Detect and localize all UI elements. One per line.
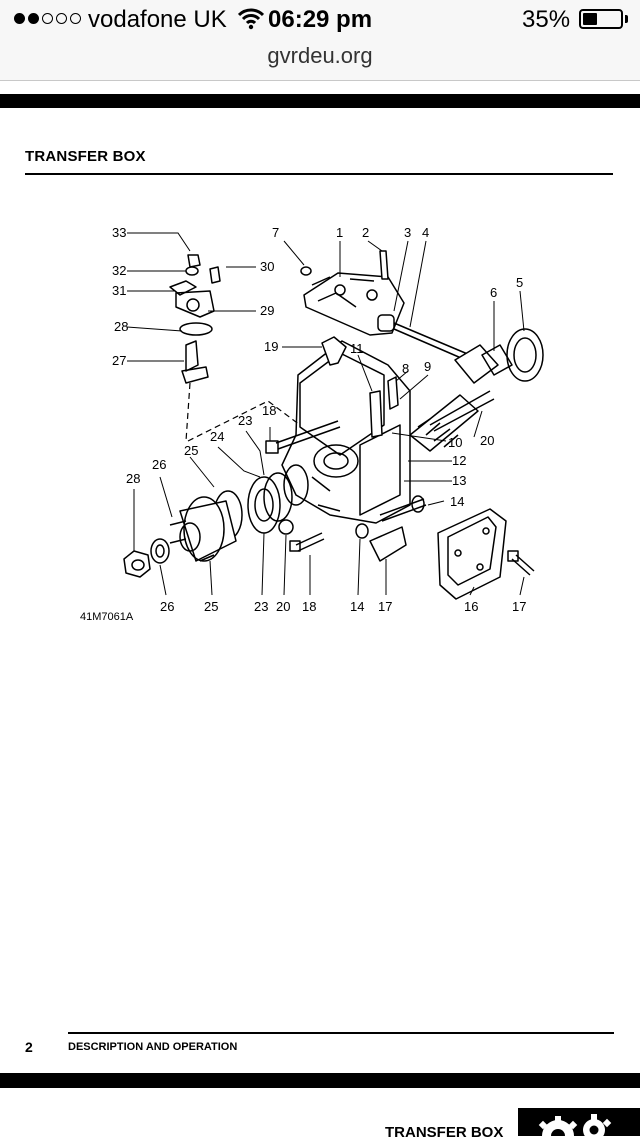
clock: 06:29 pm bbox=[268, 6, 373, 33]
signal-dot bbox=[28, 13, 39, 24]
callout-label: 28 bbox=[126, 471, 140, 486]
wifi-icon bbox=[238, 8, 264, 30]
callout-label: 14 bbox=[450, 494, 464, 509]
callout-label: 12 bbox=[452, 453, 466, 468]
callout-label: 5 bbox=[516, 275, 523, 290]
callout-label: 4 bbox=[422, 225, 429, 240]
figure-code: 41M7061A bbox=[80, 611, 134, 623]
callout-label: 13 bbox=[452, 473, 466, 488]
callout-label: 26 bbox=[152, 457, 166, 472]
callout-label: 30 bbox=[260, 259, 274, 274]
callout-label: 17 bbox=[378, 599, 392, 614]
section-title: TRANSFER BOX bbox=[25, 148, 146, 165]
callout-label: 16 bbox=[464, 599, 478, 614]
gear-icon bbox=[538, 1114, 612, 1136]
callout-label: 25 bbox=[204, 599, 218, 614]
callout-label: 24 bbox=[210, 429, 224, 444]
exploded-view-diagram: 33 32 31 28 27 30 29 7 1 2 3 4 6 5 19 11… bbox=[80, 225, 544, 623]
signal-dot bbox=[70, 13, 81, 24]
callout-label: 18 bbox=[302, 599, 316, 614]
callout-label: 27 bbox=[112, 353, 126, 368]
callout-label: 6 bbox=[490, 285, 497, 300]
callout-label: 7 bbox=[272, 225, 279, 240]
status-bar: vodafone UK 06:29 pm 35% bbox=[0, 0, 640, 40]
page-number: 2 bbox=[25, 1039, 33, 1055]
page-top-rule bbox=[0, 94, 640, 108]
callout-label: 20 bbox=[480, 433, 494, 448]
gear-icon-box bbox=[518, 1108, 640, 1136]
callout-label: 33 bbox=[112, 225, 126, 240]
callout-label: 19 bbox=[264, 339, 278, 354]
callout-label: 31 bbox=[112, 283, 126, 298]
url-text[interactable]: gvrdeu.org bbox=[267, 43, 373, 68]
signal-dot bbox=[56, 13, 67, 24]
callout-label: 20 bbox=[276, 599, 290, 614]
title-rule bbox=[25, 173, 613, 175]
carrier-name: vodafone UK bbox=[88, 6, 227, 33]
callout-label: 25 bbox=[184, 443, 198, 458]
callout-label: 9 bbox=[424, 359, 431, 374]
signal-dot bbox=[14, 13, 25, 24]
signal-dot bbox=[42, 13, 53, 24]
callout-label: 17 bbox=[512, 599, 526, 614]
signal-strength-icon bbox=[14, 13, 81, 24]
battery-tip bbox=[625, 15, 628, 23]
callout-label: 2 bbox=[362, 225, 369, 240]
callout-label: 28 bbox=[114, 319, 128, 334]
callout-label: 23 bbox=[238, 413, 252, 428]
callout-label: 29 bbox=[260, 303, 274, 318]
callout-label: 14 bbox=[350, 599, 364, 614]
footer-rule bbox=[68, 1032, 614, 1034]
callout-label: 18 bbox=[262, 403, 276, 418]
callout-label: 8 bbox=[402, 361, 409, 376]
callout-label: 10 bbox=[448, 435, 462, 450]
next-page-title: TRANSFER BOX bbox=[385, 1124, 504, 1141]
callout-label: 11 bbox=[350, 341, 364, 356]
callout-label: 23 bbox=[254, 599, 268, 614]
callout-labels: 33 32 31 28 27 30 29 7 1 2 3 4 6 5 19 11… bbox=[80, 225, 526, 623]
battery-percentage: 35% bbox=[522, 6, 571, 33]
footer-section-name: DESCRIPTION AND OPERATION bbox=[68, 1041, 238, 1053]
page-bottom-rule bbox=[0, 1073, 640, 1088]
address-bar[interactable]: gvrdeu.org bbox=[0, 40, 640, 81]
callout-label: 32 bbox=[112, 263, 126, 278]
callout-label: 1 bbox=[336, 225, 343, 240]
callout-label: 26 bbox=[160, 599, 174, 614]
battery-icon bbox=[579, 9, 623, 29]
callout-label: 3 bbox=[404, 225, 411, 240]
